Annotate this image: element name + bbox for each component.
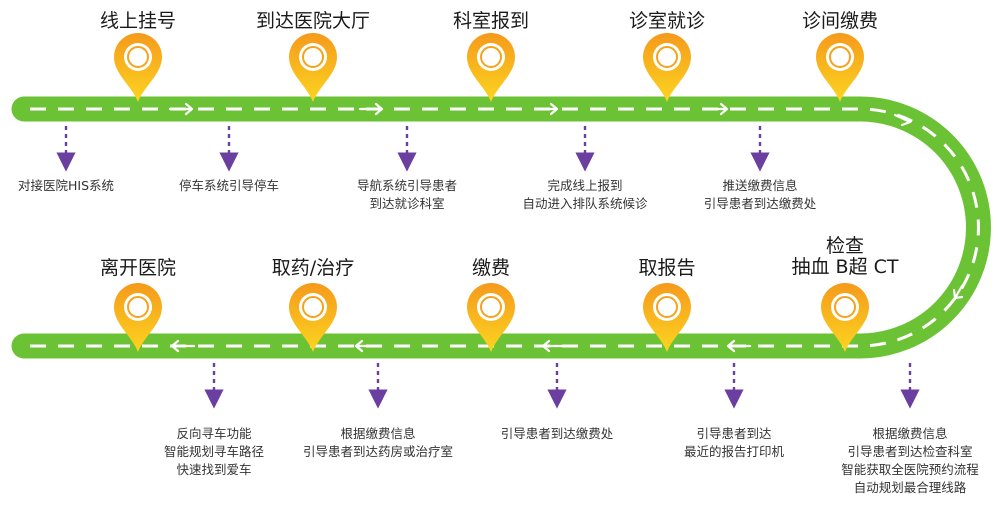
step-title-arrive-hall: 到达医院大厅: [255, 10, 370, 32]
arrow-left-icon: [354, 339, 380, 353]
road-lane-markings: [30, 107, 980, 348]
arrow-curve-icon: [893, 113, 912, 127]
step-title-examination: 检查 抽血 B超 CT: [791, 235, 899, 278]
step-desc-department-checkin: 导航系统引导患者 到达就诊科室: [356, 178, 457, 211]
location-pin-icon: [114, 283, 162, 352]
location-pin-icon: [114, 33, 162, 102]
location-pin-icon: [467, 33, 515, 102]
location-pin-icon: [289, 33, 337, 102]
direction-arrows-bottom: [170, 339, 752, 353]
step-desc-leave-hospital: 反向寻车功能 智能规划寻车路径 快速找到爱车: [163, 426, 264, 477]
direction-arrows-top: [168, 102, 964, 300]
arrow-right-icon: [533, 102, 559, 116]
step-desc-payment: 引导患者到达缴费处: [500, 426, 614, 441]
arrow-right-icon: [168, 102, 194, 116]
step-desc-clinic-payment: 推送缴费信息 引导患者到达缴费处: [703, 178, 817, 211]
arrow-right-icon: [358, 102, 384, 116]
location-pin-icon: [643, 283, 691, 352]
step-desc-get-report: 引导患者到达 最近的报告打印机: [683, 426, 784, 459]
step-desc-arrive-hall: 停车系统引导停车: [178, 178, 279, 193]
pins-top: [114, 33, 864, 102]
location-pin-icon: [643, 33, 691, 102]
connectors-top: [56, 126, 770, 172]
step-desc-online-registration: 对接医院HIS系统: [17, 178, 115, 193]
location-pin-icon: [467, 283, 515, 352]
step-title-payment: 缴费: [471, 257, 510, 279]
arrow-left-icon: [170, 339, 196, 353]
step-title-medicine-treatment: 取药/治疗: [271, 257, 355, 279]
arrow-left-icon: [726, 339, 752, 353]
step-title-clinic-visit: 诊室就诊: [628, 10, 705, 32]
step-title-department-checkin: 科室报到: [452, 10, 529, 32]
step-desc-medicine-treatment: 根据缴费信息 引导患者到达药房或治疗室: [302, 426, 453, 459]
step-title-get-report: 取报告: [638, 257, 696, 279]
step-title-clinic-payment: 诊间缴费: [801, 10, 878, 32]
location-pin-icon: [289, 283, 337, 352]
location-pin-icon: [816, 33, 864, 102]
pins-bottom: [114, 283, 869, 352]
arrow-right-icon: [703, 102, 729, 116]
step-desc-clinic-visit: 完成线上报到 自动进入排队系统候诊: [522, 178, 648, 211]
arrow-down-icon: [952, 284, 964, 300]
connectors-bottom: [204, 363, 920, 409]
step-title-online-registration: 线上挂号: [99, 10, 176, 32]
step-title-leave-hospital: 离开医院: [99, 257, 176, 279]
step-desc-examination: 根据缴费信息 引导患者到达检查科室 智能获取全医院预约流程 自动规划最合理线路: [841, 426, 979, 495]
arrow-left-icon: [541, 339, 567, 353]
location-pin-icon: [821, 283, 869, 352]
